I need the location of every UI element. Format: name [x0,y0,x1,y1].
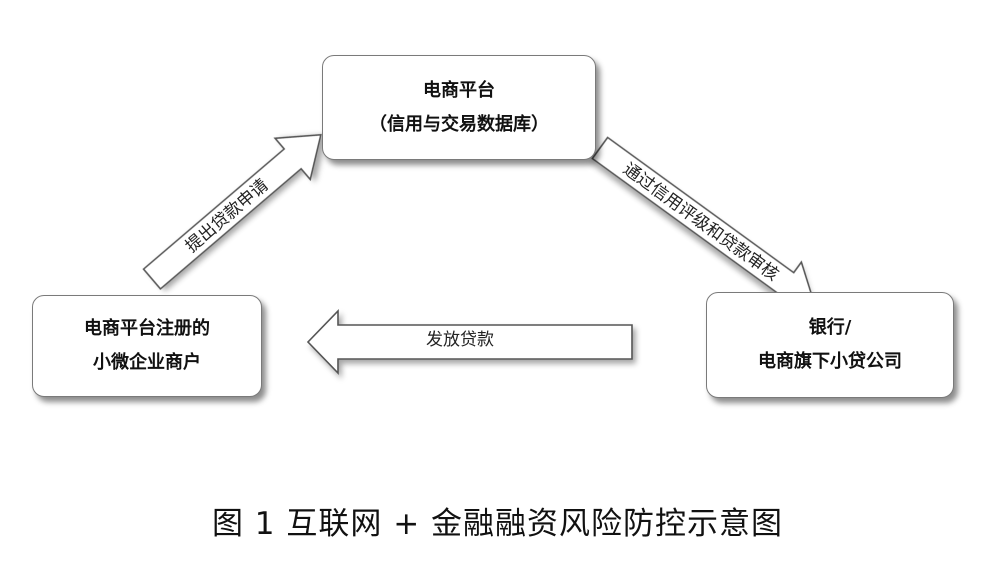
node-merchant-line1: 电商平台注册的 [84,318,210,339]
figure-caption: 图 1 互联网 + 金融融资风险防控示意图 [211,506,784,542]
node-platform-line2: （信用与交易数据库） [369,113,549,135]
node-small-merchant: 电商平台注册的 小微企业商户 [32,295,262,397]
arrow-review-label: 通过信用评级和贷款审核 [619,159,782,285]
node-ecommerce-platform: 电商平台 （信用与交易数据库） [322,55,596,160]
arrow-apply: 提出贷款申请 [142,133,322,291]
node-platform-line1: 电商平台 [423,79,495,101]
node-bank-lender: 银行/ 电商旗下小贷公司 [706,292,954,398]
node-bank-line1: 银行/ [808,317,852,338]
arrow-apply-label: 提出贷款申请 [182,175,273,256]
arrow-disburse-label: 发放贷款 [426,330,494,350]
node-merchant-line2: 小微企业商户 [93,352,201,373]
arrow-disburse: 发放贷款 [306,309,633,375]
node-bank-line2: 电商旗下小贷公司 [758,351,902,372]
